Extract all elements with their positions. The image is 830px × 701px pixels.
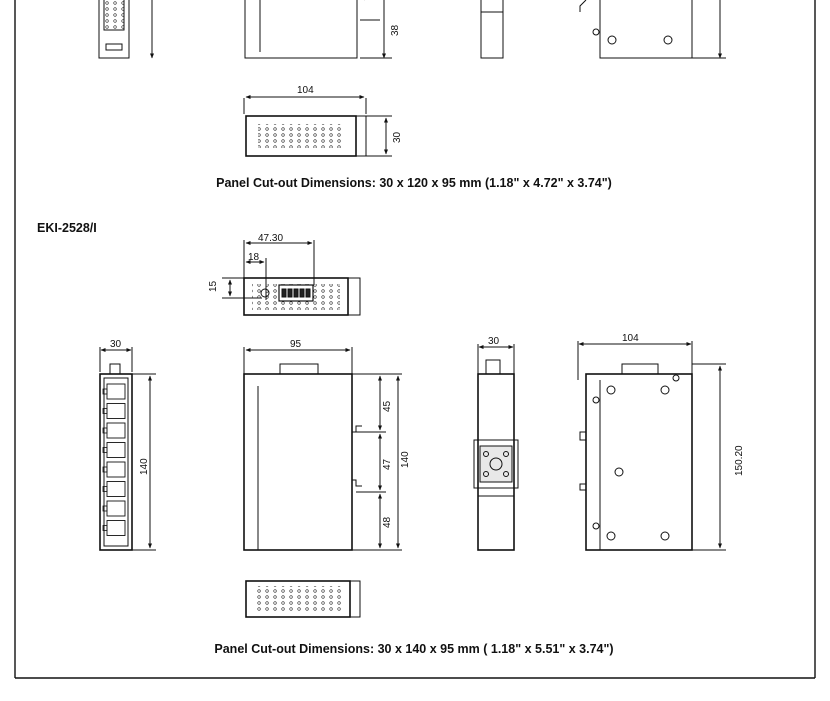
ethernet-port-outline (106, 383, 126, 400)
back-view (577, 341, 726, 551)
top-dim-38: 38 (390, 24, 401, 36)
top-front-view (98, 0, 154, 59)
ethernet-port-tab (102, 486, 108, 492)
top-cutout-height: 30 (392, 131, 403, 143)
ethernet-port-tab (102, 388, 108, 395)
front-height: 140 (139, 458, 150, 475)
side-dim-47: 47 (382, 458, 393, 470)
dim-47-30: 47.30 (258, 233, 283, 244)
ethernet-port-outline (106, 520, 126, 536)
ethernet-port-tab (102, 505, 108, 512)
bottom-cutout (245, 580, 361, 618)
ethernet-port-outline (106, 481, 126, 497)
top-side-view (244, 0, 392, 59)
side-height: 140 (400, 451, 411, 468)
front-width: 30 (110, 339, 122, 350)
ethernet-port-outline (106, 461, 126, 478)
ethernet-port-tab (102, 466, 108, 473)
side-width: 95 (290, 339, 302, 350)
back-width: 104 (622, 333, 639, 344)
ethernet-port-outline (106, 500, 126, 517)
side-dim-45: 45 (382, 400, 393, 412)
ethernet-port-outline (106, 422, 126, 439)
dip-top-view (222, 240, 361, 316)
ethernet-port-tab (102, 447, 108, 453)
side-dim-48: 48 (382, 516, 393, 528)
model-label: EKI-2528/I (37, 221, 97, 235)
rear-view (473, 344, 519, 551)
front-view (99, 347, 156, 551)
bottom-cutout-caption: Panel Cut-out Dimensions: 30 x 140 x 95 … (214, 642, 613, 656)
ethernet-port-tab (102, 525, 108, 531)
ethernet-port-outline (106, 403, 126, 419)
side-view (243, 347, 402, 551)
top-rear-view (480, 0, 504, 59)
top-cutout-width: 104 (297, 85, 314, 96)
back-height: 150.20 (734, 445, 745, 476)
ethernet-port-tab (102, 408, 108, 414)
top-cutout (243, 95, 392, 157)
page-frame (14, 0, 816, 679)
ethernet-port-outline (106, 442, 126, 458)
front-port-column (102, 383, 126, 536)
rear-width: 30 (488, 336, 500, 347)
dim-15: 15 (208, 280, 219, 292)
ethernet-port-tab (102, 427, 108, 434)
top-cutout-caption: Panel Cut-out Dimensions: 30 x 120 x 95 … (216, 176, 612, 190)
dim-18: 18 (248, 252, 260, 263)
top-back-view (579, 0, 726, 59)
